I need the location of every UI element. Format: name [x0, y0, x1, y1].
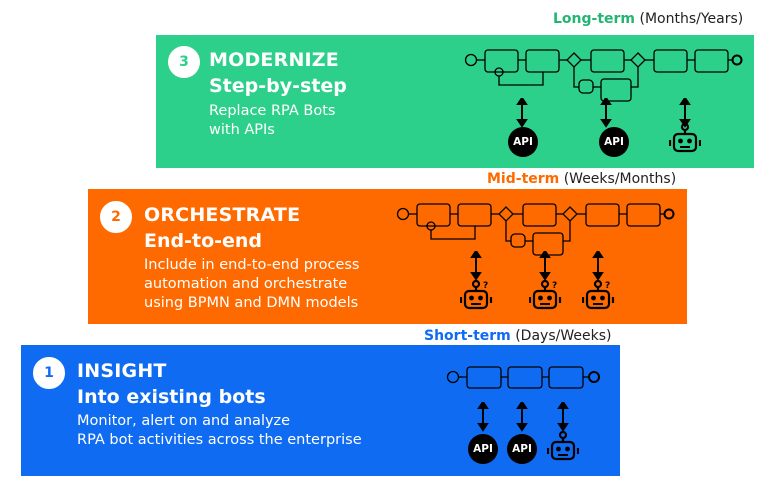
- tier-1-title: INSIGHT: [77, 360, 167, 382]
- tier-2-subtitle: End-to-end: [144, 230, 263, 252]
- tier-3-bpmn-diagram: [464, 49, 743, 102]
- tier-3-api-badge-1: API: [508, 127, 538, 157]
- tier-2-timeframe: Mid-term (Weeks/Months): [487, 171, 676, 187]
- robot-question-icon: ?: [581, 279, 616, 318]
- svg-text:?: ?: [552, 281, 557, 291]
- tier-3-description: Replace RPA Bots with APIs: [209, 102, 335, 140]
- tier-3-api-badge-2: API: [599, 127, 629, 157]
- tier-3-panel: 3 MODERNIZE Step-by-step Replace RPA Bot…: [156, 35, 754, 168]
- robot-icon: [668, 122, 702, 161]
- tier-1-description: Monitor, alert on and analyze RPA bot ac…: [77, 412, 362, 450]
- tier-2-number: 2: [100, 201, 132, 233]
- tier-2-bpmn-diagram: [396, 203, 675, 256]
- robot-icon: [546, 430, 580, 469]
- tier-1-process-diagram: [446, 366, 600, 389]
- tier-2-description: Include in end-to-end process automation…: [144, 256, 359, 313]
- tier-2-arrows: [470, 251, 604, 281]
- tier-1-duration: (Days/Weeks): [515, 328, 612, 344]
- svg-text:?: ?: [483, 281, 488, 291]
- tier-1-arrows: [477, 402, 569, 432]
- tier-2-title: ORCHESTRATE: [144, 204, 301, 226]
- tier-1-panel: 1 INSIGHT Into existing bots Monitor, al…: [21, 345, 620, 476]
- tier-3-description-line: Replace RPA Bots: [209, 103, 336, 119]
- tier-1-api-badge-1: API: [468, 434, 498, 464]
- tier-1-description-line: RPA bot activities across the enterprise: [77, 432, 362, 448]
- tier-1-api-badge-2: API: [507, 434, 537, 464]
- svg-text:?: ?: [605, 281, 610, 291]
- tier-2-description-line: Include in end-to-end process: [144, 257, 360, 273]
- tier-3-arrows: [516, 98, 691, 128]
- tier-3-description-line: with APIs: [209, 122, 275, 138]
- tier-2-duration: (Weeks/Months): [563, 171, 677, 187]
- tier-2-description-line: automation and orchestrate: [144, 276, 348, 292]
- tier-1-term: Short-term: [424, 328, 511, 344]
- tier-3-timeframe: Long-term (Months/Years): [553, 11, 743, 27]
- robot-question-icon: ?: [528, 279, 563, 318]
- tier-1-description-line: Monitor, alert on and analyze: [77, 413, 291, 429]
- tier-3-subtitle: Step-by-step: [209, 75, 347, 97]
- tier-3-number: 3: [168, 46, 200, 78]
- tier-2-description-line: using BPMN and DMN models: [144, 295, 359, 311]
- tier-3-duration: (Months/Years): [639, 11, 744, 27]
- robot-question-icon: ?: [459, 279, 494, 318]
- tier-1-number: 1: [33, 357, 65, 389]
- tier-3-term: Long-term: [553, 11, 636, 27]
- tier-1-timeframe: Short-term (Days/Weeks): [424, 328, 611, 344]
- tier-3-title: MODERNIZE: [209, 49, 339, 71]
- tier-2-term: Mid-term: [487, 171, 560, 187]
- tier-1-subtitle: Into existing bots: [77, 386, 266, 408]
- tier-2-panel: 2 ORCHESTRATE End-to-end Include in end-…: [88, 189, 687, 324]
